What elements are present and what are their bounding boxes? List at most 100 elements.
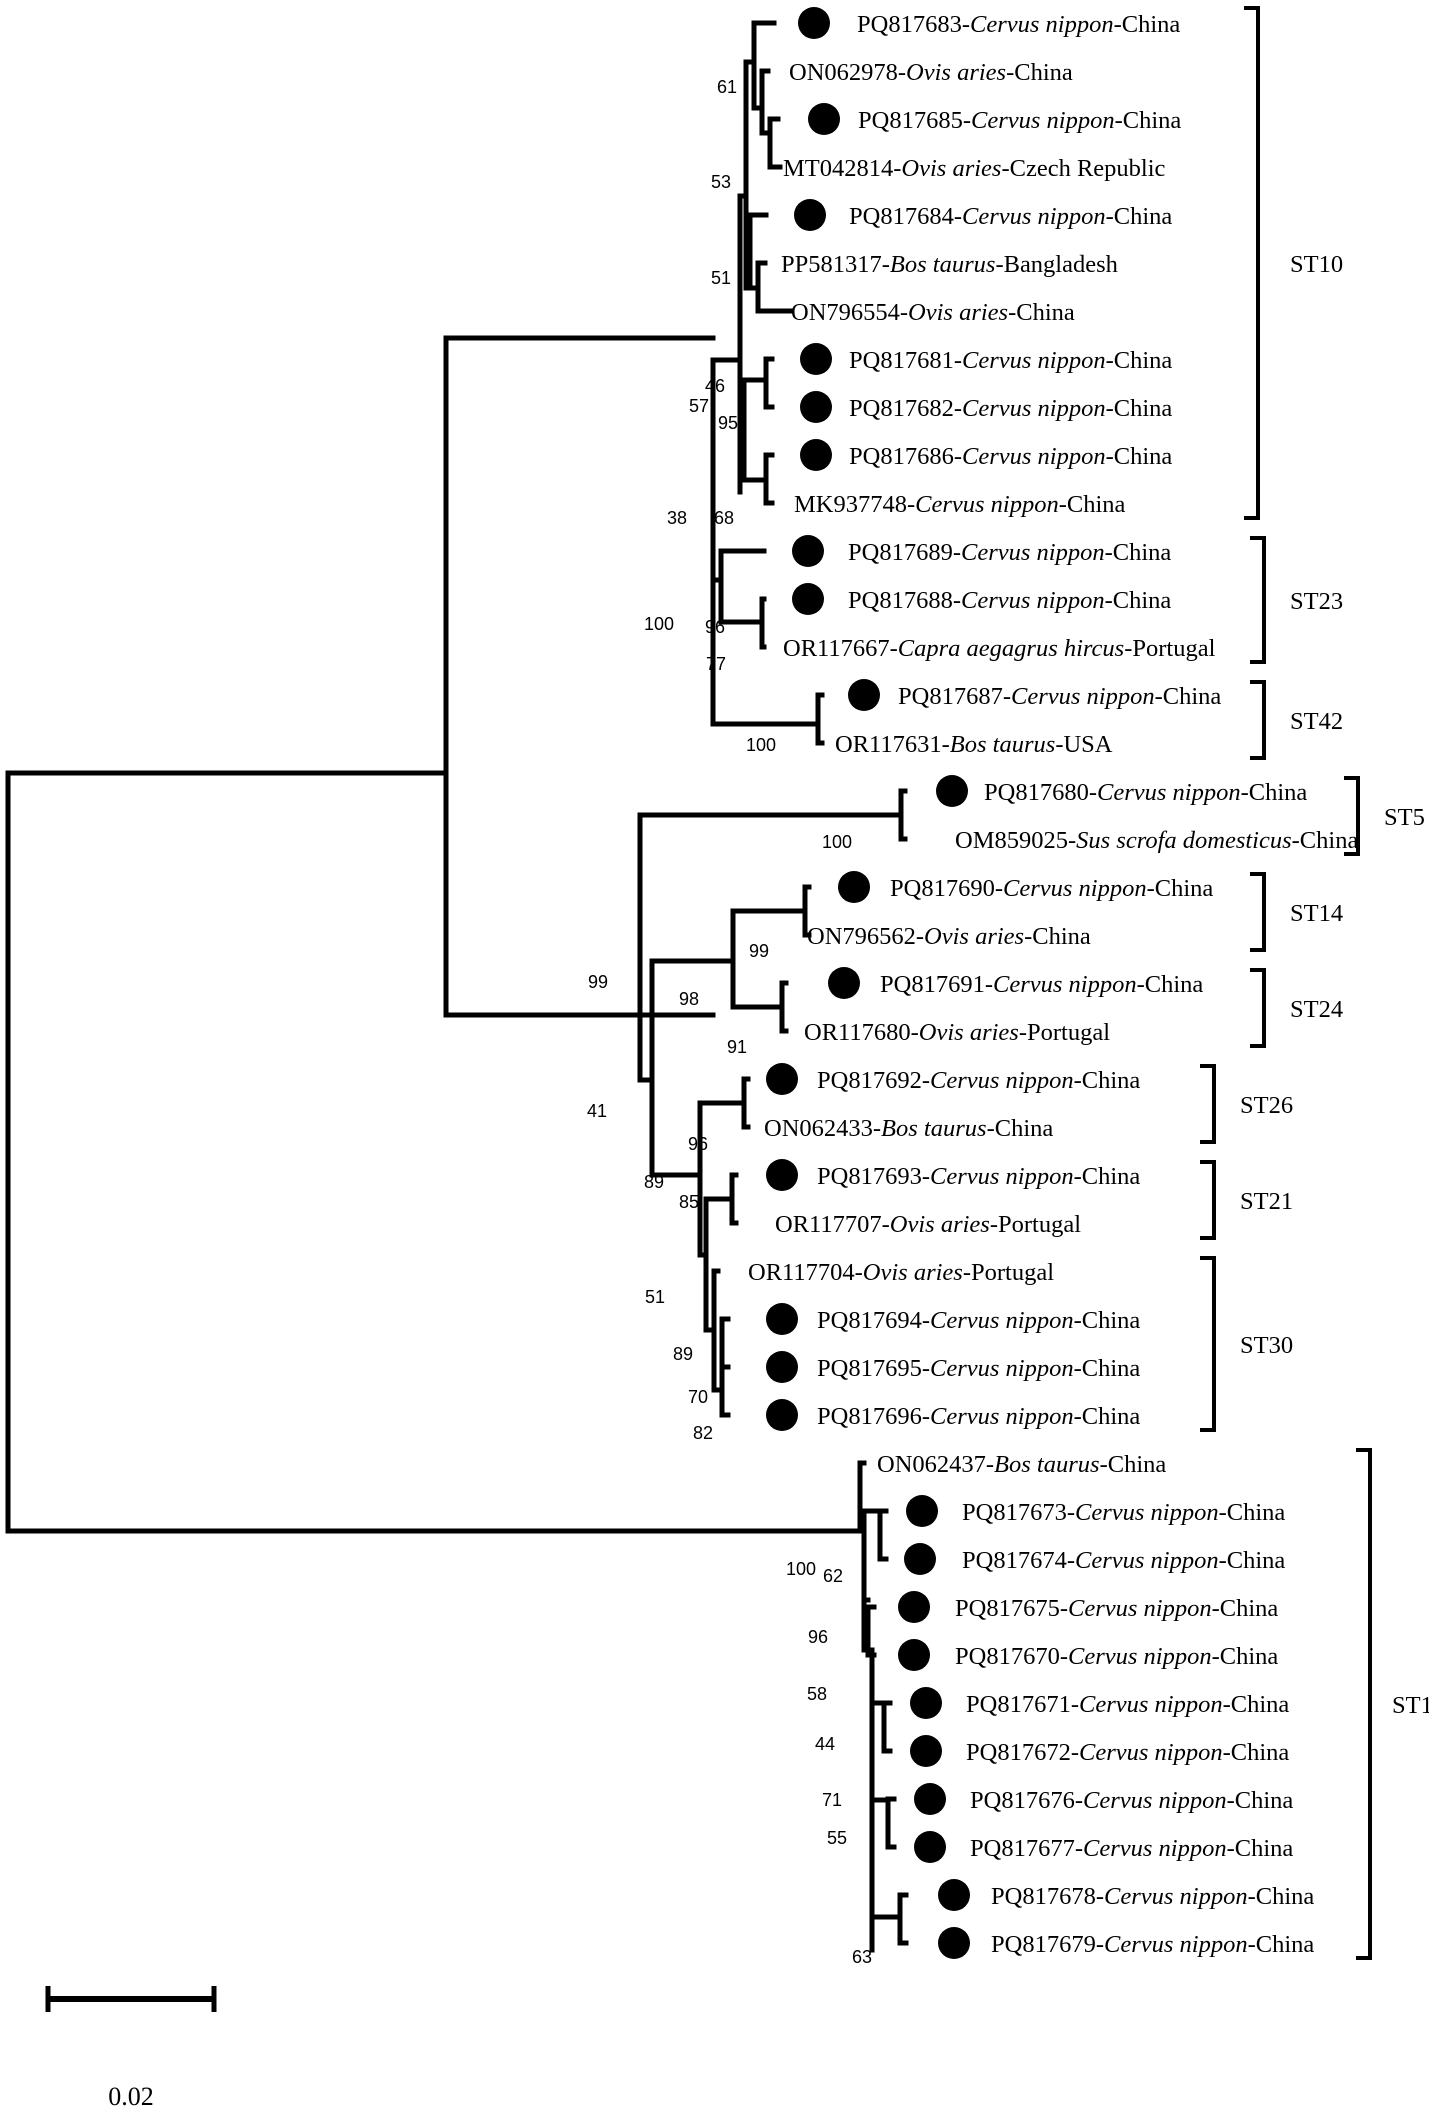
leaf-label-OM859025: OM859025-Sus scrofa domesticus-China — [955, 827, 1358, 854]
bootstrap-value: 41 — [587, 1101, 607, 1121]
leaf-label-PQ817689: PQ817689-Cervus nippon-China — [848, 539, 1171, 566]
leaf-label-OR117631: OR117631-Bos taurus-USA — [835, 731, 1113, 758]
sample-dot-PQ817690 — [838, 871, 870, 903]
leaf-label-OR117667: OR117667-Capra aegagrus hircus-Portugal — [783, 635, 1216, 662]
leaf-label-PQ817677: PQ817677-Cervus nippon-China — [970, 1835, 1293, 1862]
sample-dot-PQ817684 — [794, 199, 826, 231]
tree-branches — [5, 20, 909, 1953]
bootstrap-value: 99 — [588, 972, 608, 992]
bracket-ST24 — [1250, 968, 1266, 1048]
bootstrap-value: 100 — [644, 614, 674, 634]
sequence-type-label-ST10: ST10 — [1290, 251, 1343, 278]
sample-dot-PQ817686 — [800, 439, 832, 471]
bootstrap-value: 55 — [827, 1828, 847, 1848]
leaf-label-PQ817680: PQ817680-Cervus nippon-China — [984, 779, 1307, 806]
leaf-label-PQ817696: PQ817696-Cervus nippon-China — [817, 1403, 1140, 1430]
bracket-ST14 — [1250, 872, 1266, 952]
leaf-label-PQ817687: PQ817687-Cervus nippon-China — [898, 683, 1221, 710]
leaf-label-PQ817688: PQ817688-Cervus nippon-China — [848, 587, 1171, 614]
sample-dot-PQ817685 — [808, 103, 840, 135]
leaf-label-ON062437: ON062437-Bos taurus-China — [877, 1451, 1166, 1478]
bootstrap-value: 100 — [786, 1559, 816, 1579]
sequence-type-label-ST26: ST26 — [1240, 1092, 1293, 1119]
sample-dot-PQ817683 — [798, 7, 830, 39]
bootstrap-value: 91 — [727, 1037, 747, 1057]
bootstrap-value: 89 — [644, 1172, 664, 1192]
leaf-labels: PQ817683-Cervus nippon-ChinaON062978-Ovi… — [748, 11, 1358, 1958]
sample-dot-PQ817695 — [766, 1351, 798, 1383]
sample-dot-PQ817674 — [904, 1543, 936, 1575]
sample-dot-PQ817682 — [800, 391, 832, 423]
bootstrap-value: 51 — [711, 268, 731, 288]
bootstrap-value: 100 — [746, 735, 776, 755]
bracket-ST30 — [1200, 1256, 1216, 1432]
sample-dot-PQ817696 — [766, 1399, 798, 1431]
bootstrap-value: 38 — [667, 508, 687, 528]
sample-dot-PQ817678 — [938, 1879, 970, 1911]
sample-dot-PQ817671 — [910, 1687, 942, 1719]
bootstrap-value: 82 — [693, 1423, 713, 1443]
leaf-label-OR117707: OR117707-Ovis aries-Portugal — [775, 1211, 1081, 1238]
leaf-label-PP581317: PP581317-Bos taurus-Bangladesh — [781, 251, 1118, 278]
leaf-label-PQ817675: PQ817675-Cervus nippon-China — [955, 1595, 1278, 1622]
sample-dot-PQ817676 — [914, 1783, 946, 1815]
bootstrap-value: 96 — [688, 1134, 708, 1154]
leaf-label-PQ817673: PQ817673-Cervus nippon-China — [962, 1499, 1285, 1526]
bootstrap-value: 95 — [718, 413, 738, 433]
leaf-label-ON062978: ON062978-Ovis aries-China — [789, 59, 1073, 86]
bootstrap-value: 68 — [714, 508, 734, 528]
bootstrap-value: 77 — [706, 654, 726, 674]
bootstrap-value: 85 — [679, 1192, 699, 1212]
bootstrap-value: 51 — [645, 1287, 665, 1307]
bootstrap-value: 70 — [688, 1387, 708, 1407]
leaf-label-PQ817694: PQ817694-Cervus nippon-China — [817, 1307, 1140, 1334]
leaf-label-ON796554: ON796554-Ovis aries-China — [791, 299, 1075, 326]
leaf-label-PQ817693: PQ817693-Cervus nippon-China — [817, 1163, 1140, 1190]
leaf-label-PQ817670: PQ817670-Cervus nippon-China — [955, 1643, 1278, 1670]
leaf-label-PQ817681: PQ817681-Cervus nippon-China — [849, 347, 1172, 374]
sample-dot-PQ817689 — [792, 535, 824, 567]
leaf-label-OR117680: OR117680-Ovis aries-Portugal — [804, 1019, 1110, 1046]
leaf-label-OR117704: OR117704-Ovis aries-Portugal — [748, 1259, 1054, 1286]
bracket-ST1 — [1356, 1448, 1372, 1960]
leaf-label-ON062433: ON062433-Bos taurus-China — [764, 1115, 1053, 1142]
bracket-ST26 — [1200, 1064, 1216, 1144]
bootstrap-value: 53 — [711, 172, 731, 192]
leaf-label-PQ817686: PQ817686-Cervus nippon-China — [849, 443, 1172, 470]
bootstrap-value: 100 — [822, 832, 852, 852]
leaf-label-PQ817684: PQ817684-Cervus nippon-China — [849, 203, 1172, 230]
sample-dot-PQ817691 — [828, 967, 860, 999]
bracket-ST23 — [1250, 536, 1266, 664]
bootstrap-value: 44 — [815, 1734, 835, 1754]
scale-bar: 0.02 — [45, 1986, 217, 2111]
sample-dot-PQ817673 — [906, 1495, 938, 1527]
leaf-label-PQ817676: PQ817676-Cervus nippon-China — [970, 1787, 1293, 1814]
leaf-label-PQ817690: PQ817690-Cervus nippon-China — [890, 875, 1213, 902]
sample-dot-PQ817677 — [914, 1831, 946, 1863]
leaf-label-PQ817683: PQ817683-Cervus nippon-China — [857, 11, 1180, 38]
sample-dot-PQ817672 — [910, 1735, 942, 1767]
leaf-label-MT042814: MT042814-Ovis aries-Czech Republic — [783, 155, 1166, 182]
leaf-label-MK937748: MK937748-Cervus nippon-China — [794, 491, 1126, 518]
leaf-label-PQ817672: PQ817672-Cervus nippon-China — [966, 1739, 1289, 1766]
leaf-label-ON796562: ON796562-Ovis aries-China — [807, 923, 1091, 950]
sequence-type-label-ST21: ST21 — [1240, 1188, 1293, 1215]
sequence-type-label-ST1: ST1 — [1392, 1692, 1429, 1719]
sequence-type-label-ST30: ST30 — [1240, 1332, 1293, 1359]
sample-dot-PQ817680 — [936, 775, 968, 807]
bootstrap-value: 99 — [749, 941, 769, 961]
sequence-type-label-ST5: ST5 — [1384, 804, 1425, 831]
sample-dot-PQ817679 — [938, 1927, 970, 1959]
bootstrap-value: 62 — [823, 1566, 843, 1586]
leaf-label-PQ817671: PQ817671-Cervus nippon-China — [966, 1691, 1289, 1718]
bracket-ST21 — [1200, 1160, 1216, 1240]
bootstrap-value: 96 — [705, 617, 725, 637]
sequence-type-label-ST14: ST14 — [1290, 900, 1343, 927]
leaf-label-PQ817682: PQ817682-Cervus nippon-China — [849, 395, 1172, 422]
sample-dot-PQ817681 — [800, 343, 832, 375]
sample-dot-PQ817675 — [898, 1591, 930, 1623]
leaf-label-PQ817685: PQ817685-Cervus nippon-China — [858, 107, 1181, 134]
sequence-type-label-ST24: ST24 — [1290, 996, 1343, 1023]
